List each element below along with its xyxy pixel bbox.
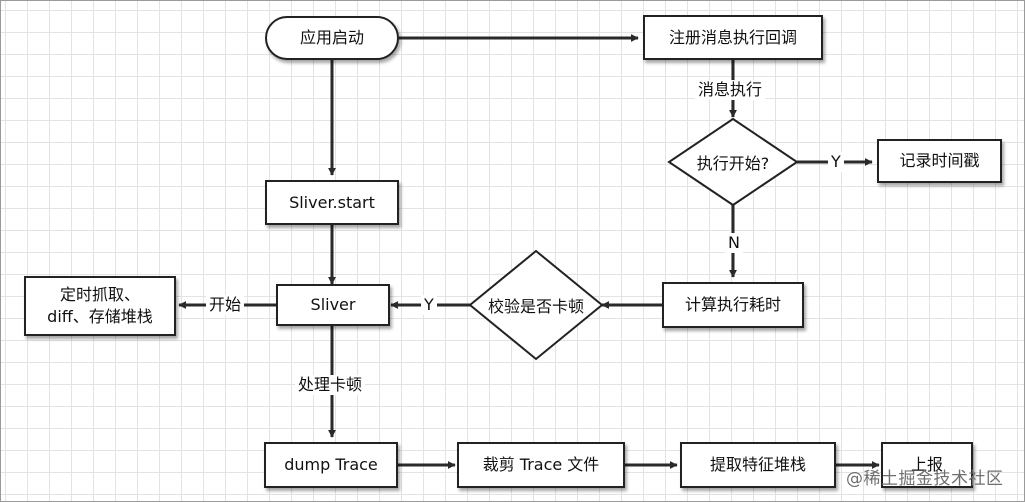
node-check-stall: 校验是否卡顿: [487, 297, 584, 316]
edge-label-no-calc: N: [725, 233, 743, 253]
node-register-callback: 注册消息执行回调: [643, 15, 823, 60]
capture-stack-line2: diff、存储堆栈: [47, 307, 153, 326]
node-app-start: 应用启动: [265, 16, 399, 60]
edge-label-begin: 开始: [206, 295, 245, 315]
node-capture-stack: 定时抓取、 diff、存储堆栈: [24, 276, 176, 336]
node-sliver-start: Sliver.start: [265, 180, 399, 225]
edge-label-yes-sliver: Y: [421, 295, 437, 315]
decision-check-stall-shape: [468, 249, 604, 361]
edge-label-yes-record: Y: [828, 152, 844, 172]
node-sliver: Sliver: [276, 284, 390, 326]
decision-exec-start-shape: [667, 117, 799, 207]
edge-label-message-exec: 消息执行: [695, 80, 766, 100]
node-extract-stack: 提取特征堆栈: [680, 442, 836, 488]
node-exec-start: 执行开始?: [696, 154, 770, 173]
node-calc-exec-time: 计算执行耗时: [662, 282, 804, 328]
node-report: 上报: [881, 442, 973, 488]
watermark-text: @稀土掘金技术社区: [846, 469, 1004, 489]
node-trim-trace: 裁剪 Trace 文件: [457, 442, 625, 488]
node-record-timestamp: 记录时间戳: [877, 139, 1002, 183]
capture-stack-line1: 定时抓取、: [59, 285, 140, 305]
node-dump-trace: dump Trace: [264, 442, 398, 488]
edge-label-handle-stall: 处理卡顿: [295, 375, 366, 395]
